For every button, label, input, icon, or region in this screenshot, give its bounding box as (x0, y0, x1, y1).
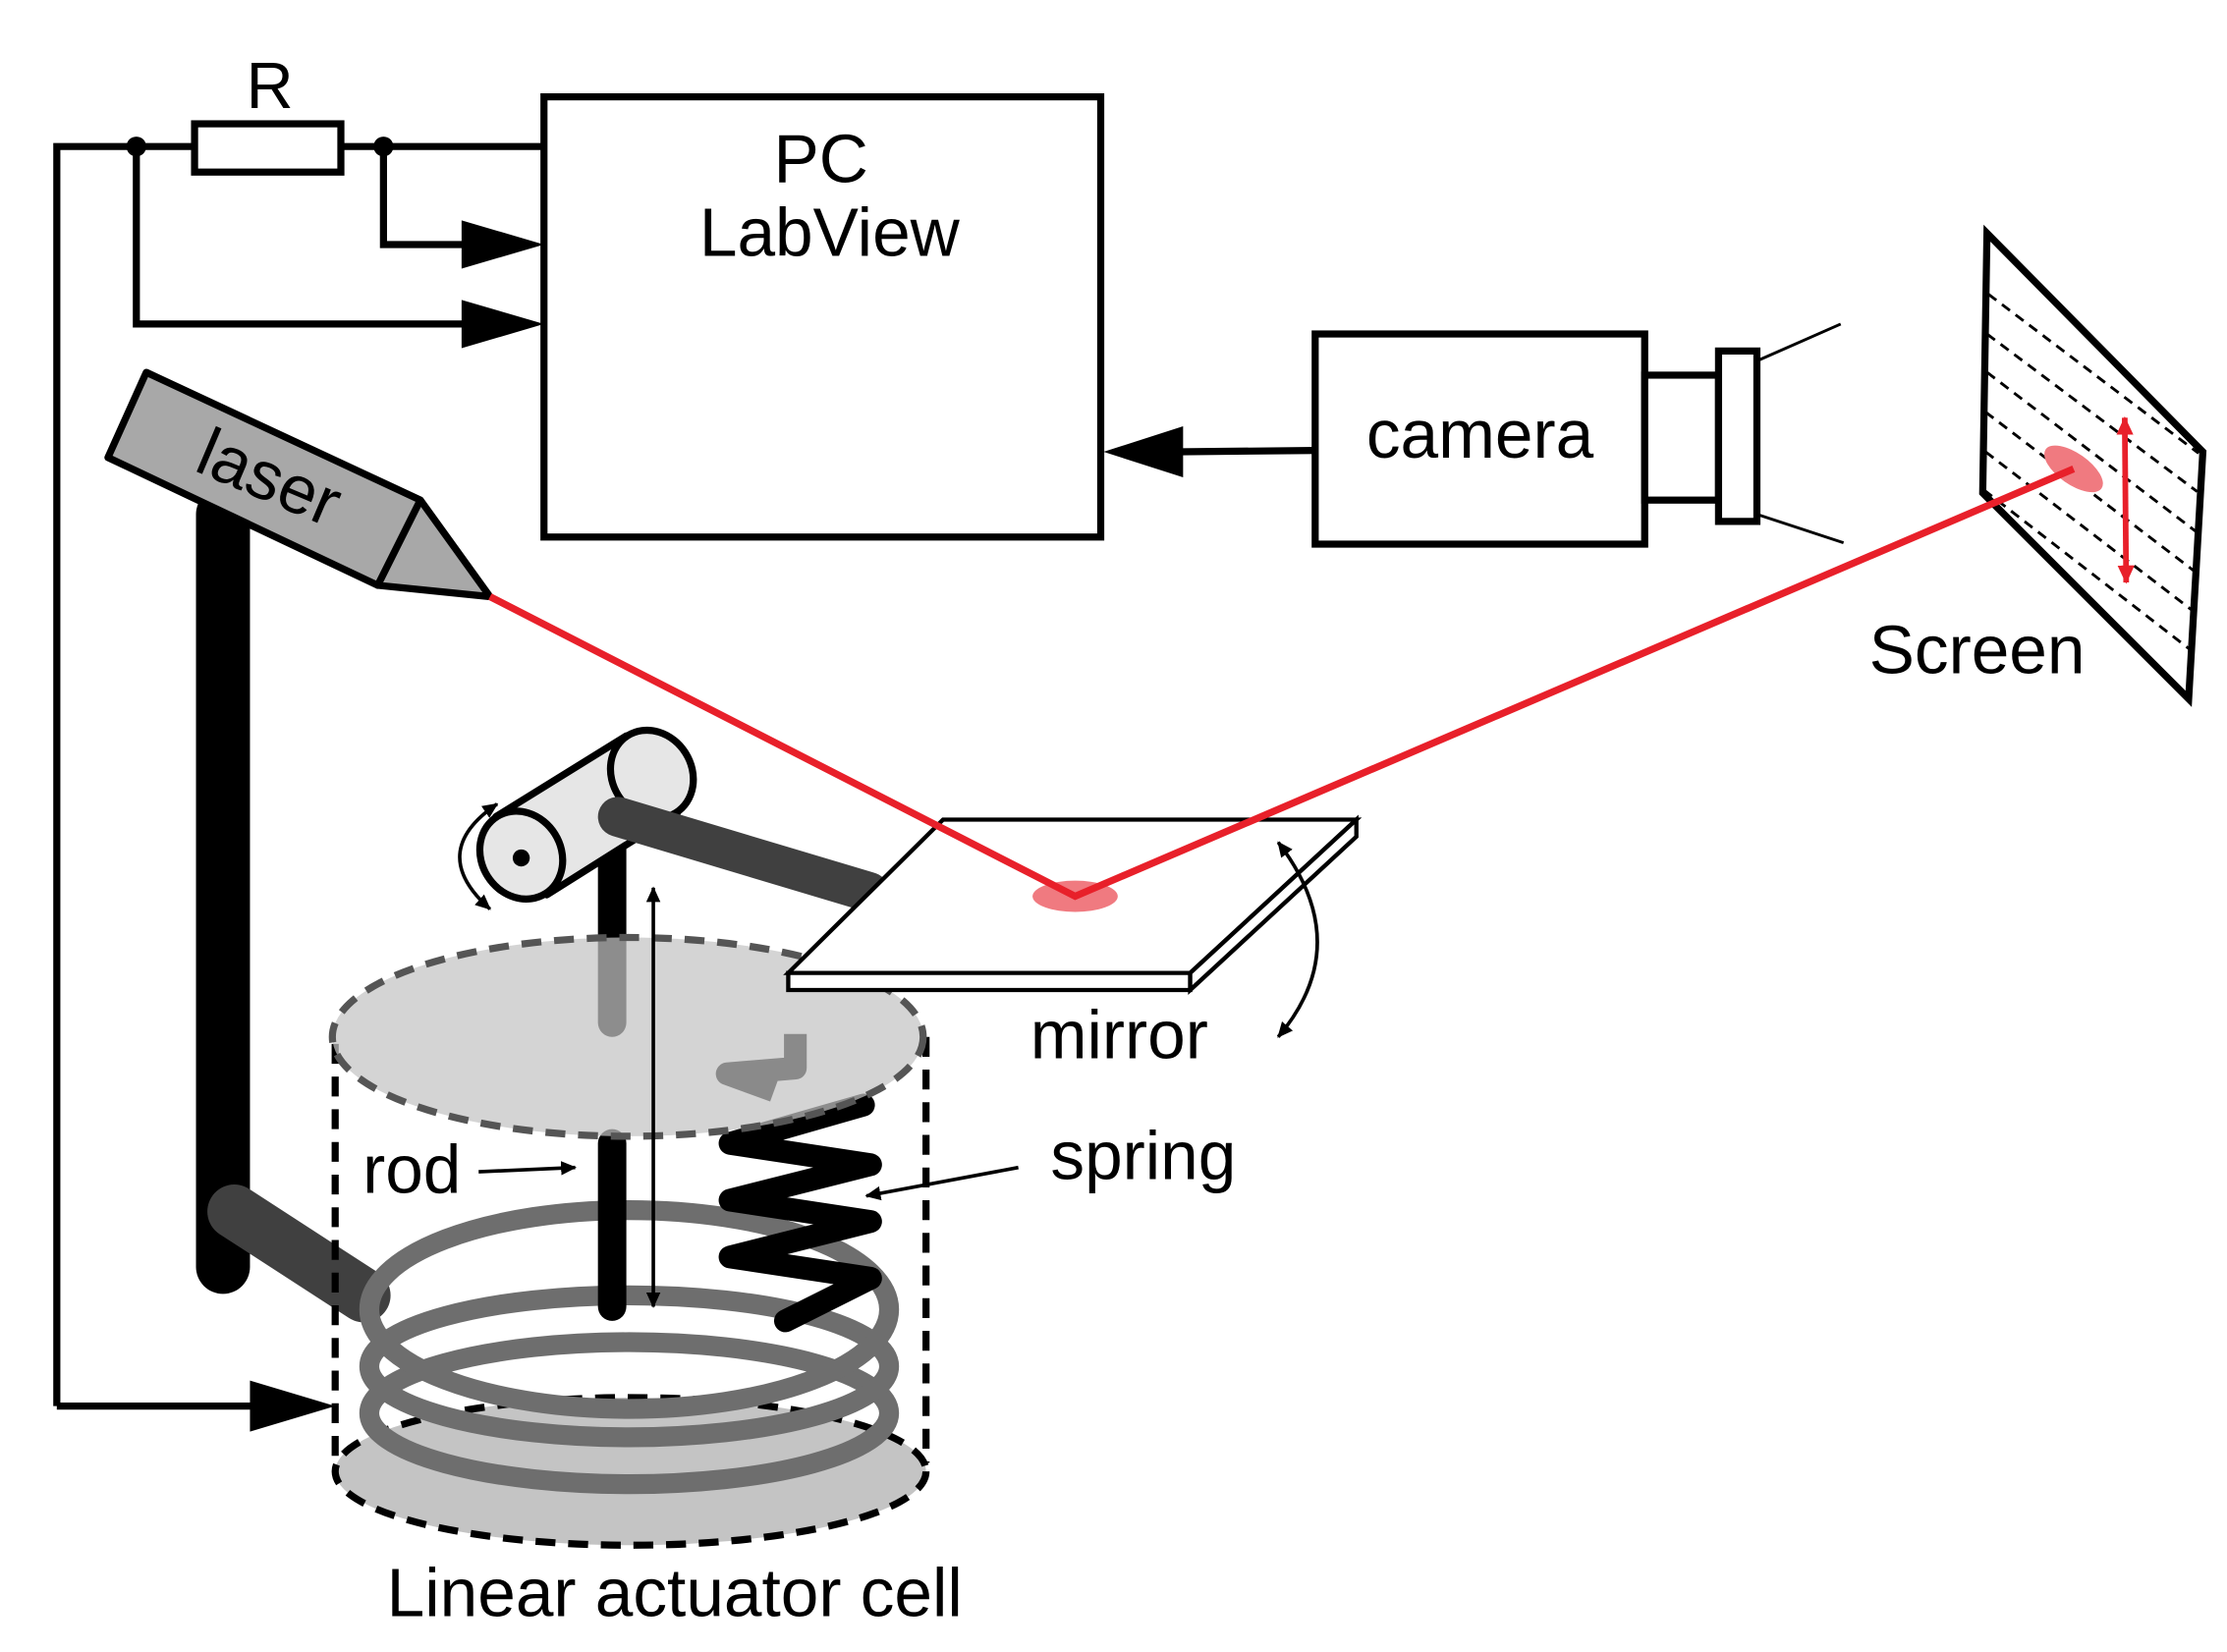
screen-grid-lines (1982, 293, 2199, 652)
camera-to-pc-arrowhead (1103, 426, 1184, 478)
circuit-arrowheads (250, 220, 544, 1432)
laser-beam (488, 466, 2076, 901)
camera-label: camera (1366, 396, 1594, 472)
spring (718, 1093, 882, 1333)
pc-box (540, 92, 1105, 541)
mirror-tilt-arrow (1276, 841, 1319, 1038)
spring-pointer (864, 1165, 1019, 1201)
axle-rotation-arrow (458, 802, 499, 910)
camera-view-line-top (1755, 322, 1842, 362)
camera-view-line-bottom (1755, 513, 1845, 544)
camera-body (1311, 330, 1648, 548)
actuator-coil (359, 1199, 900, 1495)
actuator-cell (331, 1036, 930, 1549)
pc-label: PC (773, 120, 867, 196)
rod-pointer (478, 1161, 577, 1176)
screen: Screen (1869, 224, 2207, 707)
mirror-label: mirror (1030, 996, 1208, 1073)
resistor-symbol (191, 120, 345, 176)
mirror-edge-side (1188, 814, 1359, 995)
camera: camera (1311, 322, 1845, 548)
camera-lens-front (1714, 347, 1761, 525)
resistor-label: R (247, 50, 294, 123)
camera-to-pc-wire (1178, 446, 1315, 456)
laser: laser (104, 368, 494, 601)
junction-node-left (126, 137, 146, 157)
mirror-arm (597, 797, 890, 912)
camera-lens-barrel (1641, 371, 1723, 504)
spot-motion-arrow (2116, 415, 2135, 584)
actuator-label: Linear actuator cell (387, 1555, 963, 1631)
mirror (783, 814, 1363, 995)
mirror-edge-front (786, 970, 1193, 993)
spring-label: spring (1050, 1117, 1236, 1193)
laser-nozzle (373, 496, 494, 601)
rod-label: rod (362, 1131, 461, 1208)
screen-label: Screen (1869, 612, 2086, 688)
laser-stand-arm (207, 1184, 391, 1323)
labview-label: LabView (699, 194, 961, 271)
rotation-axle (475, 726, 697, 903)
junction-node-right (373, 137, 394, 157)
spring-top-hook (715, 1033, 807, 1102)
